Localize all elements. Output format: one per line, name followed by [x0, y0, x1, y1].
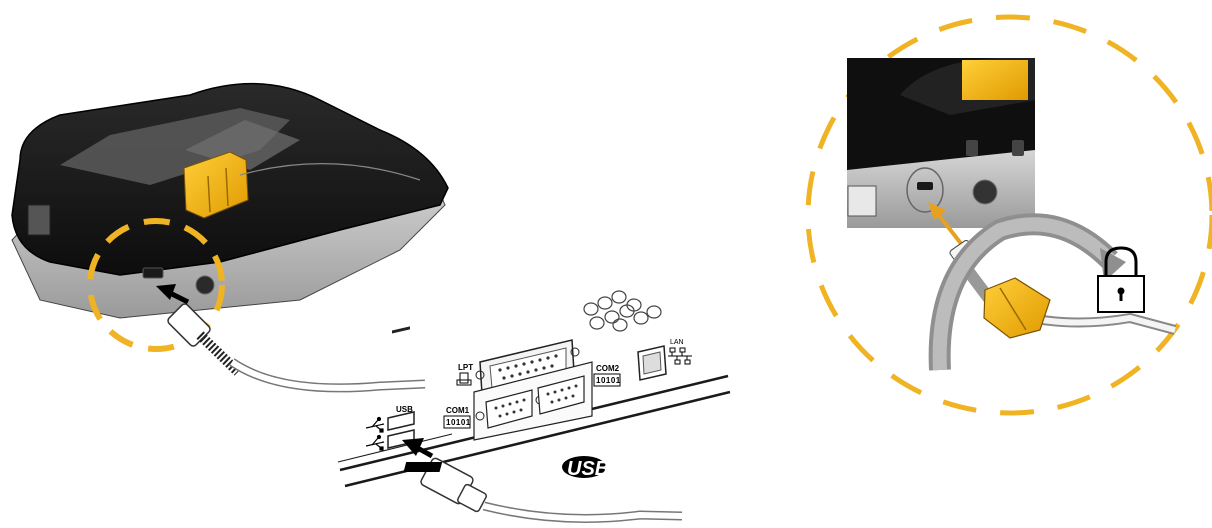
com1-pin-icon: 10101 [446, 418, 471, 427]
computer-back-panel: LPT COM [338, 291, 730, 518]
zoomed-printer-photo [847, 58, 1035, 228]
printer-icon [457, 373, 471, 385]
network-icon [668, 348, 692, 364]
printer-usb-port [143, 268, 163, 278]
com2-pin-icon: 10101 [596, 376, 621, 385]
panel-vent-holes [584, 291, 661, 331]
lpt-label: LPT [458, 363, 473, 372]
certified-text: CERTIFIED [528, 466, 555, 472]
com1-label: COM1 [446, 406, 470, 415]
zoomed-latch [962, 60, 1028, 100]
printer-cable-plug [166, 302, 238, 372]
printer-illustration [12, 84, 448, 318]
ferrite-clip [984, 278, 1050, 338]
printer-power-port [196, 276, 214, 294]
usb-logo-text: USB [567, 458, 609, 480]
lan-port [638, 346, 666, 380]
lan-label: LAN [670, 339, 684, 346]
com2-label: COM2 [596, 364, 620, 373]
zoomed-usb-port [917, 182, 933, 190]
usb-symbol-icon [366, 418, 384, 451]
padlock-icon [1098, 248, 1144, 312]
